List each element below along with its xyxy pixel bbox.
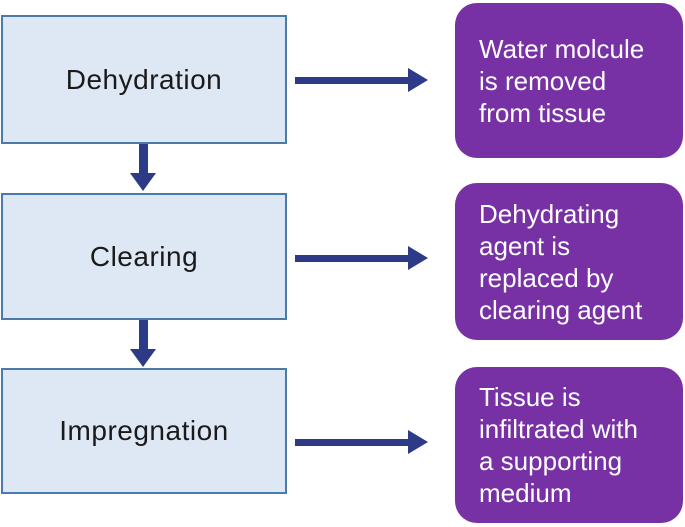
process-box-impregnation-label: Impregnation: [59, 415, 229, 446]
description-box-impregnation: Tissue is infiltrated with a supporting …: [455, 367, 683, 523]
process-box-clearing: Clearing: [1, 193, 287, 320]
process-box-dehydration-label: Dehydration: [65, 63, 223, 95]
arrow-right-icon: [295, 68, 428, 92]
arrow-down-head: [130, 173, 156, 191]
arrow-right-shaft: [295, 254, 408, 262]
arrow-right-head: [408, 430, 428, 454]
description-box-clearing: Dehydrating agent is replaced by clearin…: [455, 183, 683, 340]
description-box-impregnation-text: Tissue is infiltrated with a supporting …: [479, 382, 638, 508]
arrow-right-head: [408, 68, 428, 92]
process-box-clearing-label: Clearing: [89, 240, 199, 272]
arrow-right-shaft: [295, 438, 408, 446]
arrow-down-head: [130, 349, 156, 367]
arrow-right-icon: [295, 246, 428, 270]
arrow-down-shaft: [138, 144, 148, 173]
process-box-impregnation: Impregnation: [1, 368, 287, 494]
process-box-dehydration: Dehydration: [1, 15, 287, 144]
arrow-down-shaft: [138, 320, 148, 349]
arrow-right-shaft: [295, 76, 408, 84]
description-box-dehydration: Water molcule is removed from tissue: [455, 3, 683, 158]
description-box-dehydration-text: Water molcule is removed from tissue: [479, 33, 645, 128]
arrow-right-head: [408, 246, 428, 270]
description-box-clearing-text: Dehydrating agent is replaced by clearin…: [479, 198, 643, 325]
arrow-down-icon: [130, 144, 156, 191]
arrow-right-icon: [295, 430, 428, 454]
arrow-down-icon: [130, 320, 156, 367]
